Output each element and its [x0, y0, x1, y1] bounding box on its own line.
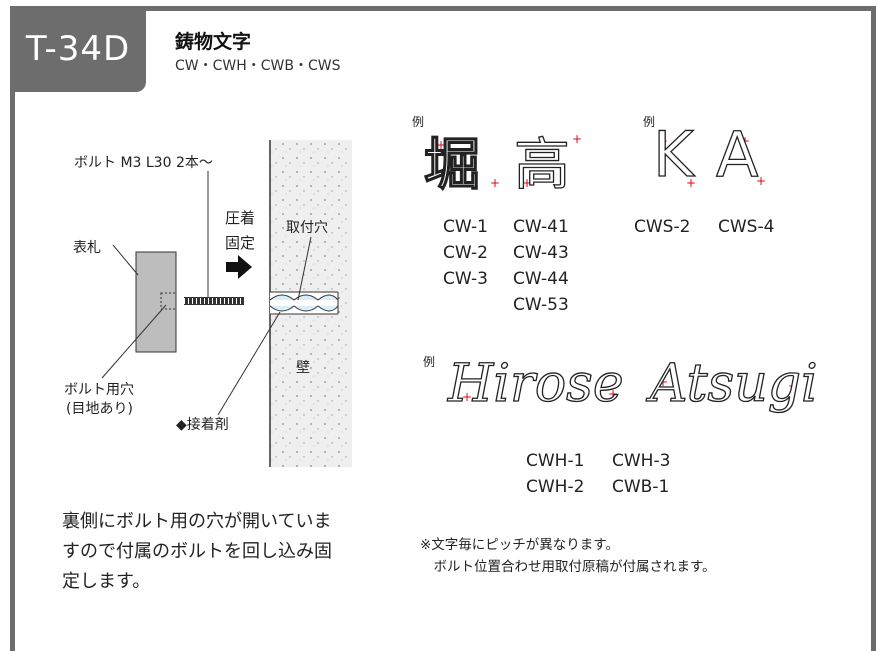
press-label-2: 固定: [225, 234, 256, 252]
plate-leader: [112, 244, 139, 276]
example-marker-latin: 例: [643, 115, 656, 129]
svg-text:+: +: [788, 379, 798, 393]
model-cw-53: CW-53: [513, 295, 569, 315]
model-cw-3: CW-3: [443, 269, 488, 289]
mount-hole-leader: [297, 231, 313, 301]
nameplate: [135, 251, 177, 353]
description-line: 定します。: [62, 571, 151, 592]
svg-text:+: +: [740, 134, 750, 148]
note-line: ※文字毎にピッチが異なります。: [420, 537, 619, 553]
svg-text:+: +: [436, 138, 446, 152]
installation-description: 裏側にボルト用の穴が開いていま すので付属のボルトを回し込み固 定します。: [62, 507, 332, 597]
page-frame: [10, 6, 876, 651]
model-cwh-2: CWH-2: [526, 477, 585, 497]
product-code-badge: T-34D: [10, 6, 146, 92]
latin-sample-2: A: [715, 117, 759, 191]
svg-text:+: +: [608, 387, 618, 401]
svg-text:+: +: [572, 132, 582, 146]
model-cwh-3: CWH-3: [612, 451, 671, 471]
model-cw-2: CW-2: [443, 243, 488, 263]
model-cw-1: CW-1: [443, 217, 488, 237]
svg-text:+: +: [522, 176, 532, 190]
installation-diagram: + + + + + + + + + + + +: [101, 132, 798, 467]
svg-text:+: +: [756, 174, 766, 188]
kanji-sample-2: 高: [513, 132, 570, 198]
bolt-label: ボルト M3 L30 2本〜: [74, 155, 213, 171]
model-cws-4: CWS-4: [718, 217, 775, 237]
model-cw-41: CW-41: [513, 217, 569, 237]
script-sample-2: Atsugi: [649, 353, 818, 414]
svg-text:+: +: [658, 134, 668, 148]
product-series: CW・CWH・CWB・CWS: [175, 58, 341, 74]
model-cw-43: CW-43: [513, 243, 569, 263]
bolt-hole-label: ボルト用穴: [64, 382, 134, 398]
model-cw-44: CW-44: [513, 269, 569, 289]
bolt-position-markers: + + + + + + + + + + + +: [436, 132, 798, 404]
bolt-hole-note: (目地あり): [66, 401, 133, 417]
example-marker-script: 例: [423, 355, 436, 369]
svg-text:+: +: [490, 176, 500, 190]
mount-hole-label: 取付穴: [286, 217, 328, 237]
note-line: ボルト位置合わせ用取付原稿が付属されます。: [420, 559, 716, 575]
product-title: 鋳物文字: [175, 31, 252, 53]
press-label-1: 圧着: [225, 209, 256, 227]
svg-text:+: +: [658, 375, 668, 389]
bolt-hole-leader: [101, 304, 167, 379]
mounting-hole-adhesive: [269, 294, 339, 312]
adhesive-leader: [217, 311, 281, 416]
description-line: 裏側にボルト用の穴が開いていま: [62, 511, 332, 532]
svg-text:+: +: [462, 390, 472, 404]
model-cwb-1: CWB-1: [612, 477, 670, 497]
kanji-sample-1: 堀: [423, 131, 480, 198]
nameplate-label: 表札: [73, 240, 101, 256]
adhesive-label: ◆接着剤: [176, 417, 229, 433]
pitch-note: ※文字毎にピッチが異なります。 ボルト位置合わせ用取付原稿が付属されます。: [420, 534, 716, 578]
model-cws-2: CWS-2: [634, 217, 691, 237]
script-sample-1: Hirose: [447, 353, 624, 414]
latin-sample-1: K: [652, 117, 694, 191]
svg-text:+: +: [686, 176, 696, 190]
model-cwh-1: CWH-1: [526, 451, 585, 471]
bolt-hole: [160, 292, 177, 310]
example-marker-kanji: 例: [412, 115, 425, 129]
press-arrow: [226, 255, 252, 279]
wall-label: 壁: [296, 357, 310, 377]
description-line: すので付属のボルトを回し込み固: [62, 541, 332, 562]
